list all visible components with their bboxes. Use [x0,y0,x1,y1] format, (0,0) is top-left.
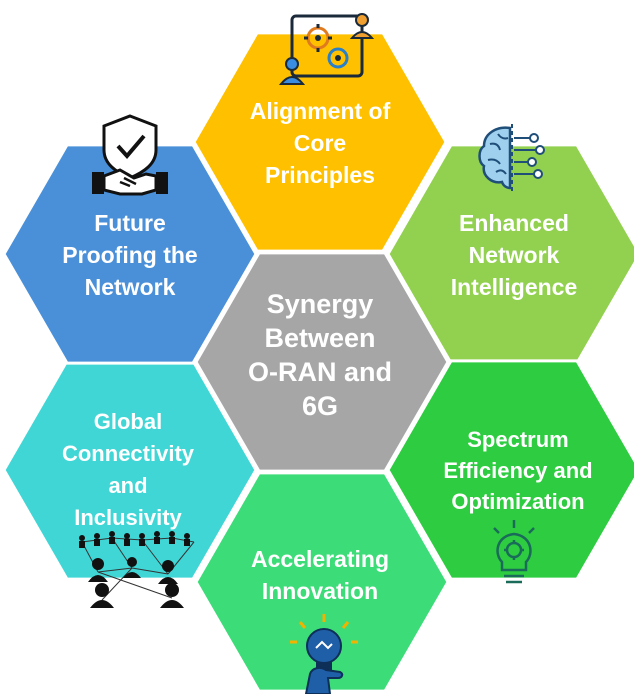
hexagon-shape-upper-left [2,143,258,365]
hexagon-shape-lower-right [386,359,634,581]
shield-handshake-icon [92,114,168,196]
lightbulb-gear-icon [493,520,535,584]
hand-lightbulb-icon [290,614,358,694]
people-network-icon [79,531,195,608]
hexagon-shape-center [194,251,450,473]
hexagon-shape-bottom [194,471,450,693]
hexagon-shape-top [192,31,448,253]
brain-circuit-icon [478,124,545,192]
team-gears-icon [278,13,375,85]
